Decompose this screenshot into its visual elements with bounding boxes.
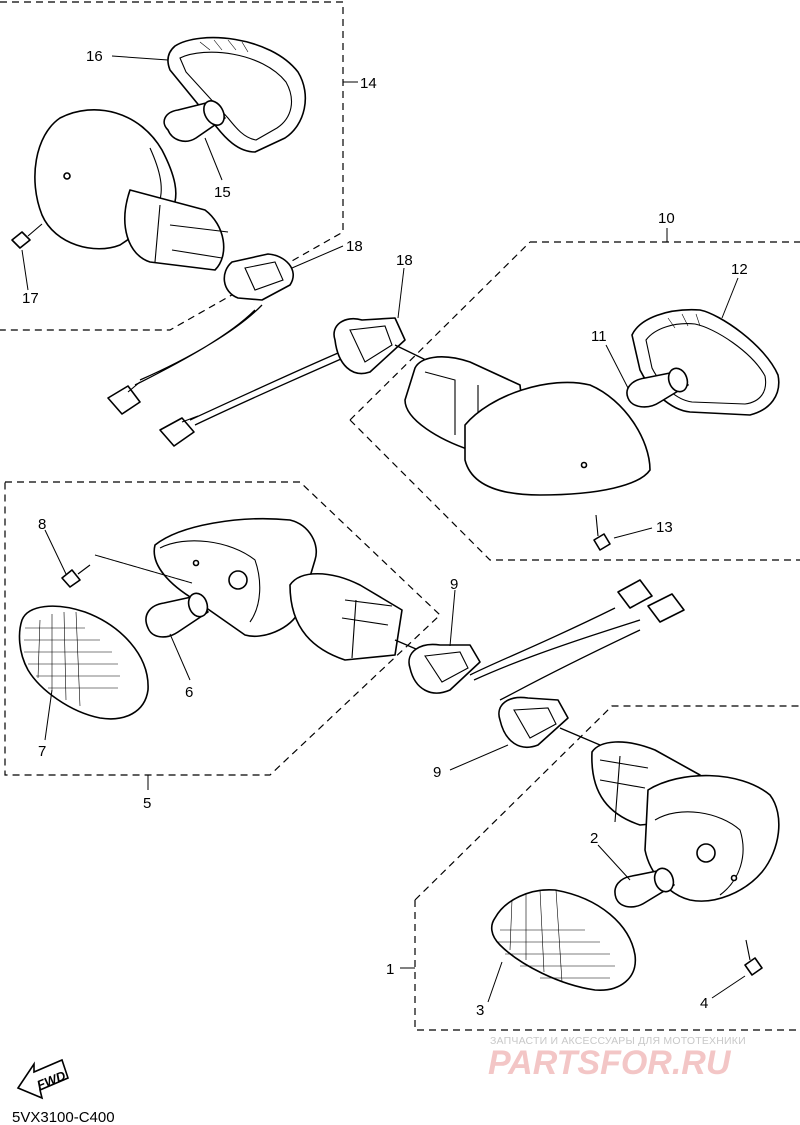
watermark: ЗАПЧАСТИ И АКСЕССУАРЫ ДЛЯ МОТОТЕХНИКИ PA… <box>488 1035 746 1082</box>
turn-signal-assembly-10 <box>333 308 780 551</box>
boundary-assembly-14 <box>0 1 344 331</box>
housing-10 <box>464 381 651 496</box>
callout-labels: 1 2 3 4 5 6 7 8 9 9 10 11 12 13 14 15 16… <box>22 48 748 1019</box>
fwd-arrow: FWD <box>16 1058 69 1100</box>
boundary-assembly-10 <box>349 241 800 561</box>
callout-17: 17 <box>22 290 39 307</box>
stem-14 <box>124 189 225 271</box>
screw-13 <box>593 533 611 551</box>
mount-bracket-9-lower <box>498 696 569 748</box>
callout-leaders <box>21 55 746 1003</box>
turn-signal-assembly-14 <box>11 36 307 301</box>
callout-7: 7 <box>38 743 46 760</box>
callout-10: 10 <box>658 210 675 227</box>
callout-9-lower: 9 <box>433 764 441 781</box>
callout-4: 4 <box>700 995 708 1012</box>
callout-9-upper: 9 <box>450 576 458 593</box>
connector-upper-left <box>107 385 141 415</box>
assembly-boundaries <box>0 1 800 1031</box>
callout-14: 14 <box>360 75 377 92</box>
turn-signal-assembly-5 <box>18 517 431 720</box>
watermark-site: PARTSFOR.RU <box>488 1044 732 1082</box>
callout-12: 12 <box>731 261 748 278</box>
boundary-assembly-1 <box>414 705 800 1031</box>
middle-wiring <box>408 579 685 748</box>
callout-16: 16 <box>86 48 103 65</box>
callout-11: 11 <box>591 328 607 345</box>
fwd-arrow-icon <box>16 1058 69 1100</box>
mount-bracket-18-right <box>333 317 406 375</box>
callout-1: 1 <box>386 961 394 978</box>
boundary-assembly-5 <box>4 481 441 776</box>
connector-upper-right <box>159 417 195 447</box>
screw-17 <box>11 231 31 249</box>
callout-15: 15 <box>214 184 231 201</box>
diagram-code: 5VX3100-C400 <box>12 1109 115 1125</box>
connector-middle-left <box>617 579 653 609</box>
lens-3 <box>490 889 637 991</box>
callout-18-left: 18 <box>346 238 363 255</box>
connector-middle-right <box>647 593 685 623</box>
callout-6: 6 <box>185 684 193 701</box>
lens-16 <box>167 36 307 153</box>
callout-3: 3 <box>476 1002 484 1019</box>
callout-2: 2 <box>590 830 598 847</box>
screw-4 <box>744 957 763 976</box>
watermark-tagline: ЗАПЧАСТИ И АКСЕССУАРЫ ДЛЯ МОТОТЕХНИКИ <box>490 1035 746 1047</box>
housing-1 <box>644 774 780 902</box>
upper-wiring <box>107 304 351 447</box>
mount-bracket-9-upper <box>408 643 481 694</box>
callout-13: 13 <box>656 519 673 536</box>
turn-signal-assembly-1 <box>490 741 780 991</box>
stem-5 <box>289 572 403 661</box>
callout-8: 8 <box>38 516 46 533</box>
screw-8 <box>61 569 81 588</box>
mount-bracket-18-left <box>223 253 294 301</box>
callout-18-right: 18 <box>396 252 413 269</box>
callout-5: 5 <box>143 795 151 812</box>
